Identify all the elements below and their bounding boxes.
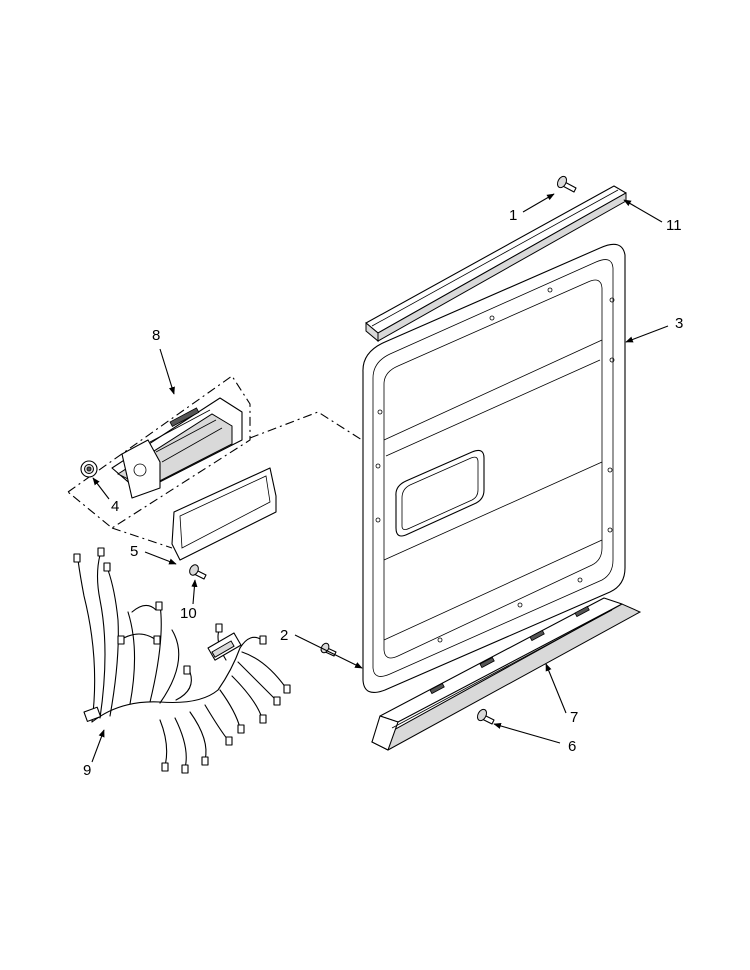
alignment-lines — [111, 411, 363, 549]
gasket-screw — [189, 564, 207, 580]
callout-5: 5 — [130, 543, 138, 560]
callout-8: 8 — [152, 327, 160, 344]
knob — [80, 460, 98, 478]
callout-2: 2 — [280, 627, 288, 644]
callout-labels: 1 2 3 4 5 6 7 8 9 10 11 — [83, 207, 683, 779]
bottom-trim-strip — [370, 597, 642, 751]
inner-door-panel — [362, 243, 626, 693]
dispenser-assembly — [67, 375, 251, 529]
top-screw — [556, 175, 577, 193]
callout-9: 9 — [83, 762, 91, 779]
callout-7: 7 — [570, 709, 578, 726]
wire-harness — [73, 547, 291, 774]
top-trim-strip — [365, 185, 627, 343]
callout-10: 10 — [180, 605, 197, 622]
bottom-screw — [476, 708, 495, 725]
callout-1: 1 — [509, 207, 517, 224]
callout-11: 11 — [666, 217, 682, 234]
callout-4: 4 — [111, 498, 119, 515]
leader-lines — [91, 193, 669, 763]
gasket — [171, 467, 277, 561]
callout-6: 6 — [568, 738, 576, 755]
callout-3: 3 — [675, 315, 683, 332]
